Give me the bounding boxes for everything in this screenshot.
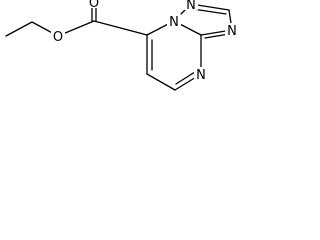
bond-n1-c2-inner bbox=[192, 8, 227, 15]
bridge-nitrogen-label: N bbox=[169, 15, 179, 30]
pyrimidine-nitrogen-label: N bbox=[196, 68, 206, 83]
carbonyl-oxygen-label: O bbox=[89, 0, 99, 11]
chemical-structure: O O N N N N bbox=[5, 0, 239, 91]
bond-ethyl-ch3-ch2 bbox=[5, 21, 33, 37]
bond-c6-c5 bbox=[146, 73, 176, 91]
bond-carbonyl-c-ring bbox=[93, 20, 148, 36]
triazole-nitrogen-right-label: N bbox=[227, 24, 237, 39]
ester-oxygen-label: O bbox=[53, 30, 63, 45]
structure-canvas: O O N N N N bbox=[0, 0, 248, 132]
triazole-nitrogen-top-label: N bbox=[186, 0, 196, 13]
